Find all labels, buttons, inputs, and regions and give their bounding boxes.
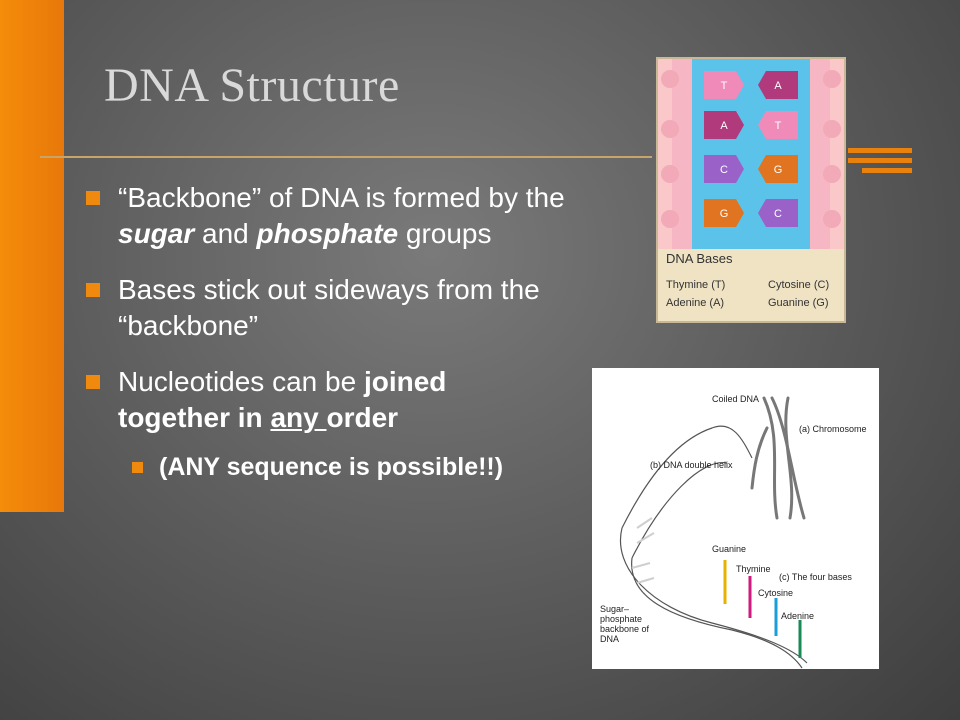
legend-guanine: Guanine (G)	[768, 297, 829, 309]
base-A-shape	[758, 71, 798, 99]
bullet-text-part: and	[194, 218, 257, 249]
bullet-text-part: Nucleotides can be	[118, 366, 364, 397]
sub-bullet: (ANY sequence is possible!!)	[132, 450, 566, 484]
base-T-shape	[704, 71, 744, 99]
sub-bullet-text: (ANY sequence is possible!!)	[159, 453, 504, 481]
label-four-bases: (c) The four bases	[779, 572, 852, 582]
bullet-list: “Backbone” of DNA is formed by the sugar…	[86, 180, 566, 504]
base-C-shape	[758, 199, 798, 227]
base-T-label: T	[775, 120, 782, 132]
emphasis-joined: joined together in	[118, 366, 447, 433]
base-A-label: A	[720, 120, 728, 132]
legend-title: DNA Bases	[666, 251, 733, 266]
bullet-marker	[86, 191, 100, 205]
label-double-helix: (b) DNA double helix	[650, 460, 733, 470]
emphasis-sugar: sugar	[118, 218, 195, 249]
bases-legend: DNA Bases Thymine (T) Cytosine (C) Adeni…	[658, 249, 844, 321]
base-G-label: G	[774, 164, 783, 176]
bullet-text-part: “Backbone” of DNA is formed by the	[118, 182, 565, 213]
base-G-shape	[758, 155, 798, 183]
emphasis-phosphate: phosphate	[256, 218, 399, 249]
bullet-marker	[86, 375, 100, 389]
label-chromosome: (a) Chromosome	[799, 424, 867, 434]
bullet-nucleotides: Nucleotides can be joined together in an…	[86, 364, 566, 436]
label-cytosine: Cytosine	[758, 588, 794, 598]
bullet-text: Bases stick out sideways from the “backb…	[118, 274, 540, 341]
bullet-backbone: “Backbone” of DNA is formed by the sugar…	[86, 180, 566, 252]
base-T-shape	[758, 111, 798, 139]
bullet-text-part: groups	[398, 218, 492, 249]
legend-adenine: Adenine (A)	[666, 297, 725, 309]
label-coiled-dna: Coiled DNA	[712, 394, 760, 404]
label-thymine: Thymine	[736, 564, 771, 574]
base-C-label: C	[774, 208, 782, 220]
dna-bases-figure: T A A T C G G C DNA Bases Thymine (T) Cytosine …	[656, 57, 846, 323]
bullet-bases: Bases stick out sideways from the “backb…	[86, 272, 566, 344]
label-guanine: Guanine	[712, 544, 747, 554]
bullet-marker	[86, 283, 100, 297]
bullet-text: Nucleotides can be joined together in an…	[118, 364, 566, 436]
legend-thymine: Thymine (T)	[666, 279, 726, 291]
bases-ladder-graphic: T A A T C G G C	[661, 59, 841, 251]
base-A-label: A	[774, 80, 782, 92]
base-T-label: T	[721, 80, 728, 92]
bullet-text: “Backbone” of DNA is formed by the sugar…	[118, 180, 566, 252]
decorative-stripes	[848, 148, 912, 178]
helix-graphic	[619, 396, 808, 669]
legend-cytosine: Cytosine (C)	[768, 279, 830, 291]
chromosome-diagram: Coiled DNA (a) Chromosome (b) DNA double…	[592, 368, 879, 669]
base-G-label: G	[720, 208, 729, 220]
base-C-label: C	[720, 164, 728, 176]
orange-accent-bar	[0, 0, 64, 512]
slide-title: DNA Structure	[104, 59, 400, 112]
title-underline	[40, 156, 652, 158]
base-A-shape	[704, 111, 744, 139]
base-C-shape	[704, 155, 744, 183]
base-G-shape	[704, 199, 744, 227]
emphasis-order: order	[326, 402, 399, 433]
label-backbone: Sugar–phosphate backbone of DNA	[600, 604, 650, 644]
emphasis-any: any	[270, 402, 327, 433]
label-adenine: Adenine	[781, 611, 815, 621]
sub-bullet-marker	[132, 462, 143, 473]
